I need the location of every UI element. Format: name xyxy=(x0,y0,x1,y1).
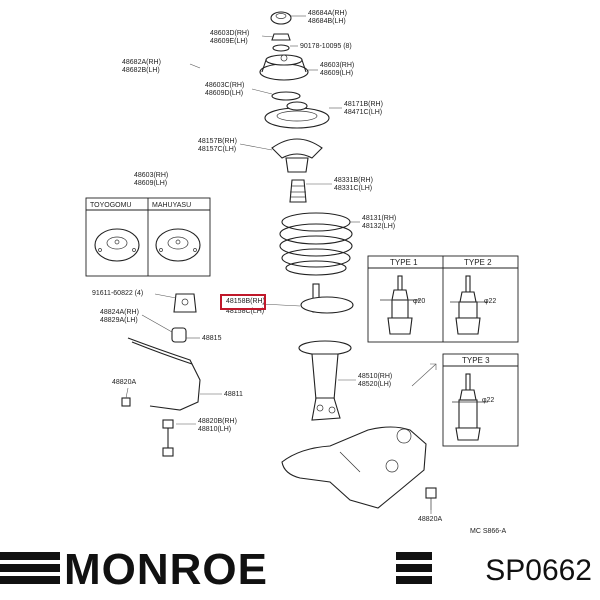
label-48471c: 48471C(LH) xyxy=(344,109,382,116)
type1-shock-drawing xyxy=(380,275,420,335)
label-48609d: 48609D(LH) xyxy=(205,90,243,97)
upper-spring-seat xyxy=(264,101,330,129)
stabilizer-bracket xyxy=(173,293,197,313)
mount-variant-right-title: MAHUYASU xyxy=(152,202,191,209)
label-48609e: 48609E(LH) xyxy=(210,38,248,45)
label-48820a-lower: 48820A xyxy=(418,516,442,523)
part-labels: 48684A(RH) 48684B(LH) 48603D(RH) 48609E(… xyxy=(92,10,507,535)
label-48682b: 48682B(LH) xyxy=(122,67,160,74)
label-48331b: 48331B(RH) xyxy=(334,177,373,184)
monroe-logo-stripes xyxy=(0,552,432,584)
lower-spring-seat xyxy=(300,296,354,314)
label-48829a: 48829A(LH) xyxy=(100,317,138,324)
mount-variants-box: TOYOGOMU MAHUYASU xyxy=(85,197,211,277)
knuckle-bolt xyxy=(425,487,437,510)
type3-diameter: φ22 xyxy=(482,397,494,404)
label-48820a: 48820A xyxy=(112,379,136,386)
type1-diameter: φ20 xyxy=(413,298,425,305)
label-48603c: 48603C(RH) xyxy=(205,82,244,89)
label-48158b: 48158B(RH) xyxy=(226,298,265,305)
label-48157c: 48157C(LH) xyxy=(198,146,236,153)
type1-title: TYPE 1 xyxy=(390,258,418,267)
label-48824a: 48824A(RH) xyxy=(100,309,139,316)
stabilizer-bushing xyxy=(171,327,187,343)
label-48684a: 48684A(RH) xyxy=(308,10,347,17)
label-48810: 48810(LH) xyxy=(198,426,231,433)
label-48820b: 48820B(RH) xyxy=(198,418,237,425)
type2-shock-drawing xyxy=(450,275,488,335)
label-48603d: 48603D(RH) xyxy=(210,30,249,37)
label-48603-mount: 48603(RH) xyxy=(134,172,168,179)
label-48132: 48132(LH) xyxy=(362,223,395,230)
label-48682a: 48682A(RH) xyxy=(122,59,161,66)
type-variants-box: TYPE 1 TYPE 2 φ20 φ22 xyxy=(367,255,519,343)
coil-spring xyxy=(279,212,353,276)
stabilizer-link xyxy=(162,419,174,457)
label-48609-mount: 48609(LH) xyxy=(134,180,167,187)
label-48609: 48609(LH) xyxy=(320,70,353,77)
spring-insulator xyxy=(271,138,323,173)
label-48158c: 48158C(LH) xyxy=(226,308,264,315)
label-48520: 48520(LH) xyxy=(358,381,391,388)
mount-variant-left-drawing xyxy=(94,228,140,262)
leader-lines xyxy=(125,15,432,514)
label-48815: 48815 xyxy=(202,335,222,342)
bearing-plate xyxy=(271,91,301,101)
mount-variant-right-drawing xyxy=(155,228,201,262)
label-48510: 48510(RH) xyxy=(358,373,392,380)
highlighted-part-frame xyxy=(220,294,266,310)
label-mc-code: MC S866-A xyxy=(470,528,507,535)
label-48684b: 48684B(LH) xyxy=(308,18,346,25)
strut-mounting-support xyxy=(259,54,309,81)
label-90178: 90178-10095 (8) xyxy=(300,43,352,50)
label-48603: 48603(RH) xyxy=(320,62,354,69)
type2-diameter: φ22 xyxy=(484,298,496,305)
shock-absorber-body xyxy=(298,340,352,421)
type3-shock-drawing xyxy=(452,373,488,441)
label-48157b: 48157B(RH) xyxy=(198,138,237,145)
upper-mount-cap xyxy=(270,11,292,25)
stabilizer-bar xyxy=(127,337,201,411)
label-48811: 48811 xyxy=(224,391,243,398)
label-91611: 91611-60822 (4) xyxy=(92,290,143,297)
label-48171b: 48171B(RH) xyxy=(344,101,383,108)
label-48331c: 48331C(LH) xyxy=(334,185,372,192)
type3-box: TYPE 3 φ22 xyxy=(442,353,519,447)
type-pointer-arrow xyxy=(411,363,437,387)
bump-stopper xyxy=(289,179,307,203)
steering-knuckle xyxy=(281,426,427,509)
mount-washer xyxy=(272,44,290,52)
link-bolt-left xyxy=(121,397,131,407)
label-48131: 48131(RH) xyxy=(362,215,396,222)
mount-nut xyxy=(271,33,291,41)
monroe-logo: MONROE xyxy=(64,545,268,594)
type3-title: TYPE 3 xyxy=(462,356,490,365)
part-number: SP0662 xyxy=(485,554,592,587)
mount-variant-left-title: TOYOGOMU xyxy=(90,202,131,209)
type2-title: TYPE 2 xyxy=(464,258,492,267)
